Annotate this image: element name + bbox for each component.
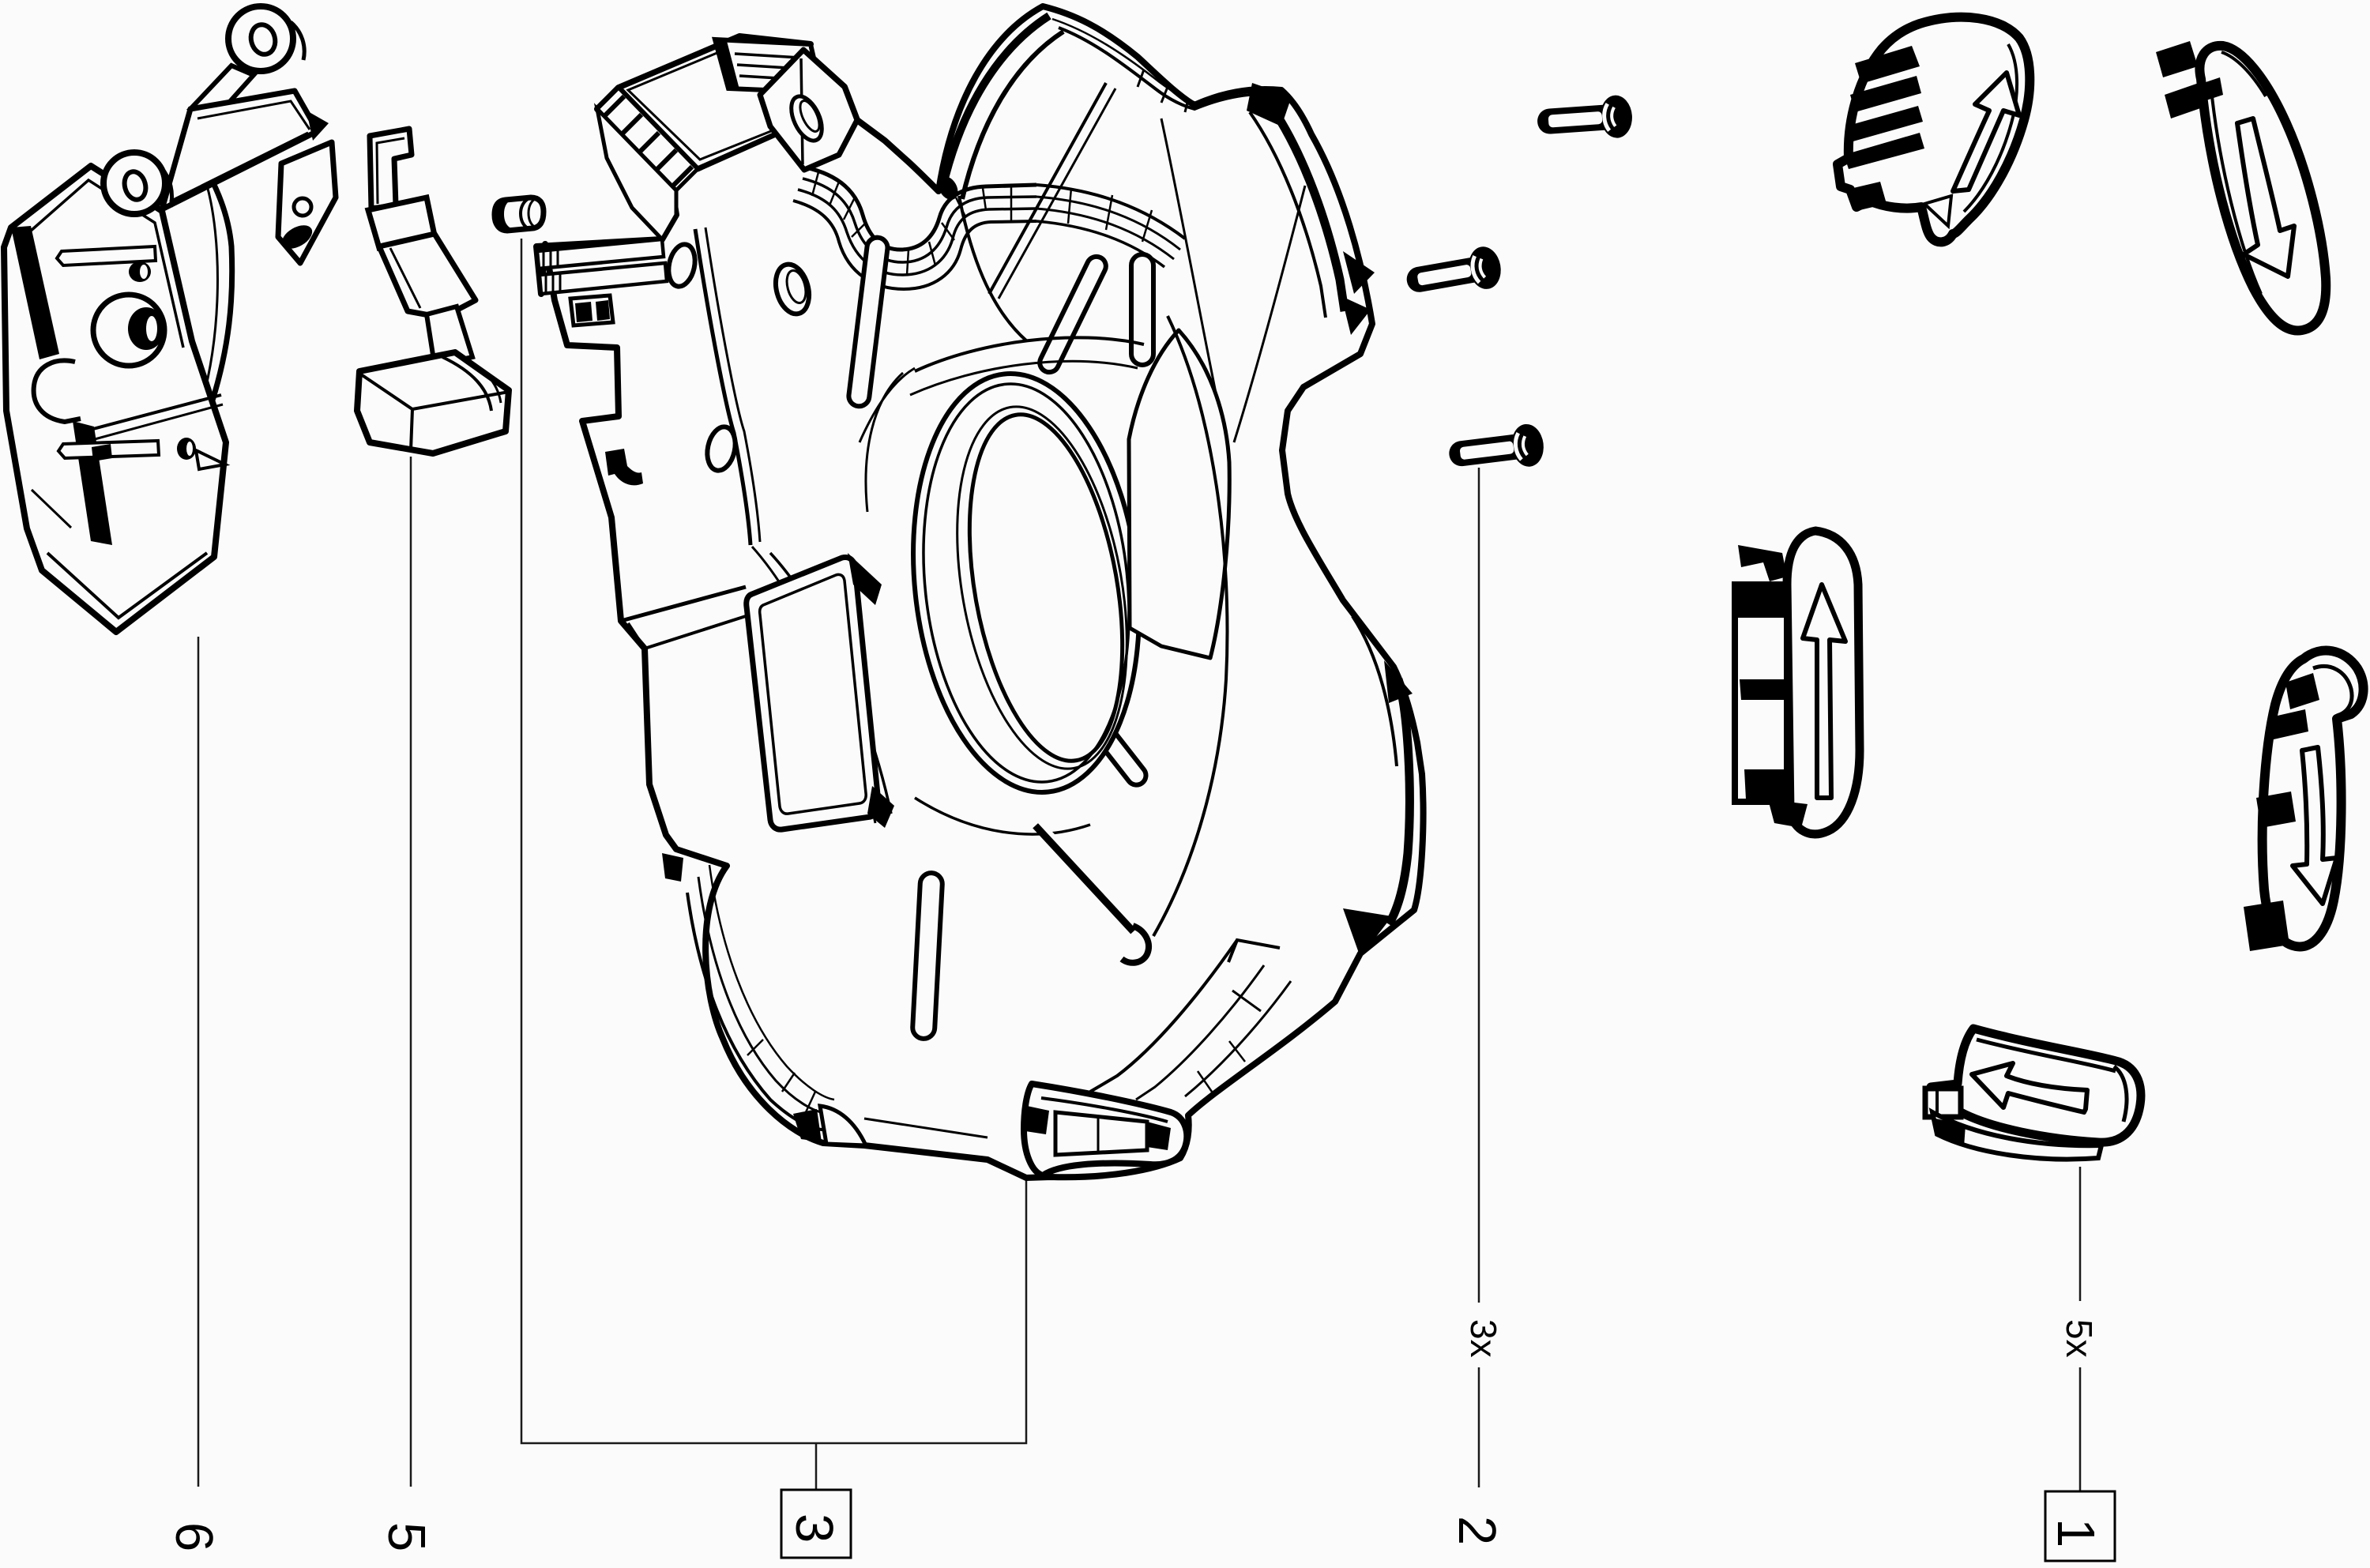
svg-text:6: 6	[164, 1522, 224, 1551]
svg-text:3: 3	[784, 1513, 844, 1543]
svg-text:5x: 5x	[2059, 1319, 2100, 1358]
svg-text:5: 5	[377, 1522, 436, 1551]
svg-text:1: 1	[2046, 1518, 2105, 1547]
svg-text:2: 2	[1447, 1516, 1507, 1545]
svg-text:3x: 3x	[1463, 1319, 1504, 1358]
